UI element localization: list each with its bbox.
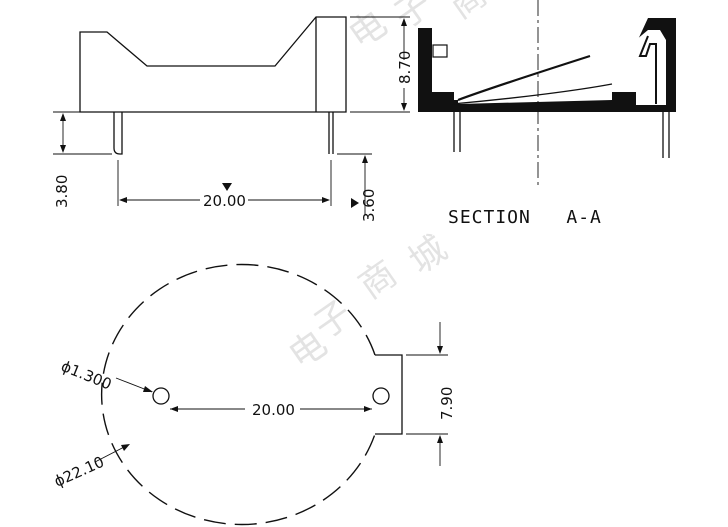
left-pin [113, 112, 123, 155]
watermark-char-6: 商 [352, 253, 405, 307]
arrow-leader-icon [143, 386, 153, 392]
section-right-pin [662, 112, 670, 158]
spring-clip [638, 35, 657, 104]
section-view: SECTION A-A [418, 0, 676, 228]
dim-outline-diameter: ϕ22.10 [51, 453, 107, 491]
arrow-up-icon [60, 113, 66, 121]
arrow-up-icon [401, 18, 407, 26]
section-left-pin [453, 112, 461, 152]
arrow-down-icon [437, 346, 443, 354]
dim-pin-length: 3.80 [53, 175, 71, 208]
watermark: 电 子 商 电 子 商 城 [282, 0, 495, 377]
right-pin [328, 112, 334, 154]
dim-footprint-pitch: 20.00 [252, 401, 295, 419]
contact-strip [451, 83, 613, 105]
dim-gap: 7.90 [438, 387, 456, 420]
latch-square [432, 44, 448, 58]
outline-notch [375, 354, 403, 435]
arrow-right-icon [322, 197, 330, 203]
arrow-down-icon [401, 103, 407, 111]
footprint-view: 20.00 ϕ1.300 7.90 ϕ22.10 [51, 263, 456, 526]
dim-side-pitch: 20.00 [203, 192, 246, 210]
dim-right-pin: 3.60 [360, 189, 378, 222]
arrow-left-icon [119, 197, 127, 203]
watermark-char-7: 城 [402, 228, 455, 282]
marker-triangle-icon [222, 183, 232, 191]
arrow-left-icon [170, 406, 178, 412]
side-view: 3.80 20.00 3.60 8.70 [53, 16, 414, 222]
holder-body-outline [79, 16, 347, 113]
watermark-char-3: 商 [442, 0, 495, 27]
contact-spring [457, 54, 591, 102]
outline-circle [101, 263, 376, 526]
left-pin-hole [152, 387, 170, 405]
section-label: SECTION A-A [448, 207, 602, 228]
marker-triangle-right-icon [351, 198, 359, 208]
arrow-right-icon [364, 406, 372, 412]
arrow-leader-icon [121, 444, 130, 451]
arrow-up-icon [362, 155, 368, 163]
section-cavity [432, 30, 666, 105]
arrow-down-icon [60, 145, 66, 153]
watermark-char-1: 电 [342, 3, 395, 57]
right-pin-hole [372, 387, 390, 405]
arrow-up-icon [437, 435, 443, 443]
dim-height: 8.70 [396, 51, 414, 84]
